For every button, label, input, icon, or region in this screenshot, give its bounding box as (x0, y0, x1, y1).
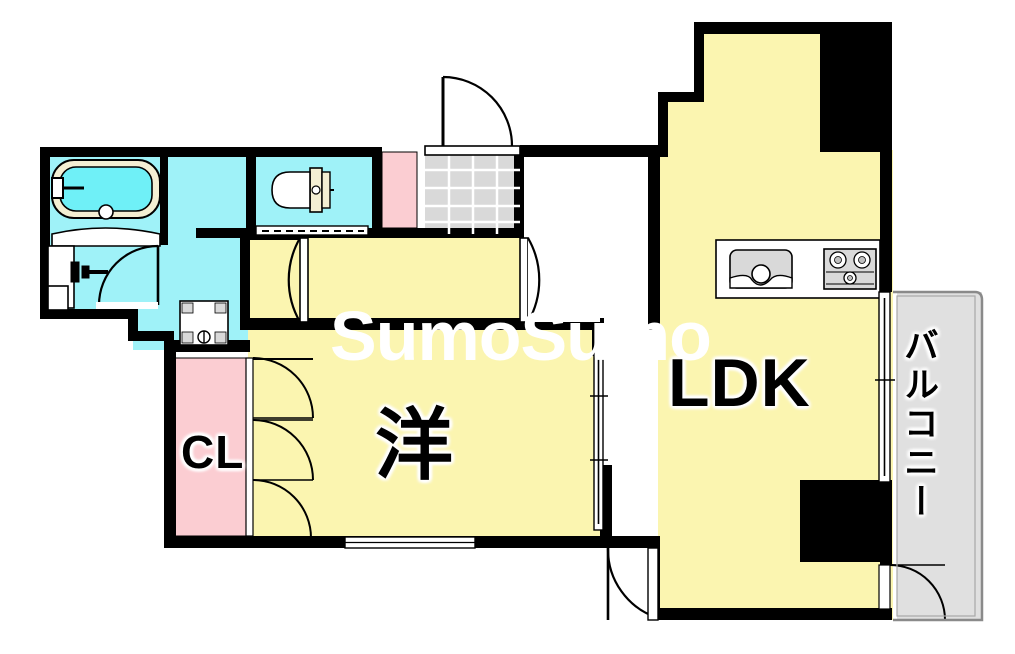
wall-bath-bottom (40, 309, 138, 319)
wall-ldk-left-step (520, 145, 668, 157)
room-fill-ldk-notch (667, 100, 707, 155)
bathtub-drain (98, 204, 114, 220)
room-label-closet: CL (181, 426, 245, 478)
wall-ldk-left-bottom-step (600, 536, 660, 548)
balcony-outline (893, 290, 984, 622)
wall-hall-left (240, 238, 250, 330)
toilet-fixture (271, 167, 334, 213)
doors (96, 75, 946, 621)
room-outlines (171, 151, 418, 537)
balcony-side-door (878, 564, 946, 621)
hall-door-right (519, 237, 600, 323)
bedroom-window (344, 536, 476, 549)
room-fill-ldk-upper (702, 30, 820, 152)
walls (40, 22, 892, 620)
gas-stove (823, 248, 877, 290)
wall-bath-step-h (128, 331, 174, 341)
wall-washroom-toilet (246, 147, 256, 237)
closet-door-1 (252, 357, 314, 419)
balcony-sliding-door (875, 291, 895, 483)
wall-entrance-right (514, 147, 524, 235)
ldk-entry-door (602, 547, 659, 621)
wall-entrance-bottom (378, 228, 524, 238)
wall-ldk-bottom (656, 608, 892, 620)
bathtub (51, 159, 161, 220)
kitchen-counter (715, 239, 881, 299)
room-label-ldk: LDK (668, 345, 811, 421)
washing-machine-pan (179, 300, 229, 346)
entrance-door (424, 75, 521, 156)
bath-door (96, 244, 160, 309)
wall-toilet-right (372, 147, 382, 237)
room-label-bedroom: 洋 (375, 401, 454, 489)
hall-door-left (287, 237, 309, 323)
closet-door-3 (252, 479, 312, 539)
toilet-door (255, 225, 369, 236)
wall-closet-left (164, 350, 176, 548)
bathtub-faucet (51, 177, 84, 199)
structural-block-lower (800, 480, 882, 562)
kitchen-sink (729, 249, 793, 289)
wall-bedroom-top (240, 318, 604, 330)
wall-ldk-left-upper (648, 152, 660, 330)
wall-ldk-right-lower (880, 480, 892, 565)
vanity-sink (47, 227, 161, 311)
room-fill-shoe-cupboard (382, 152, 417, 234)
wall-bath-step-v (128, 309, 138, 341)
vanity-faucet (70, 261, 108, 283)
wall-bath-left (40, 147, 50, 319)
wall-ldk-upper-left (694, 22, 704, 100)
room-fill-closet (172, 358, 248, 540)
wall-ldk-notch-h (658, 92, 704, 102)
wall-ldk-notch-v (658, 92, 668, 154)
structural-block-upper (820, 30, 882, 152)
wall-strip-hall-top (250, 232, 300, 240)
room-label-balcony: バルコニー (899, 327, 938, 522)
closet-doors (245, 357, 314, 539)
entrance-tiles (425, 152, 520, 234)
bedroom-ldk-sliding (590, 329, 608, 531)
wall-bath-washroom (160, 147, 168, 245)
wall-bath-top (40, 147, 380, 157)
wall-ldk-right-upper (880, 22, 892, 292)
room-fill-bedroom (248, 325, 600, 543)
